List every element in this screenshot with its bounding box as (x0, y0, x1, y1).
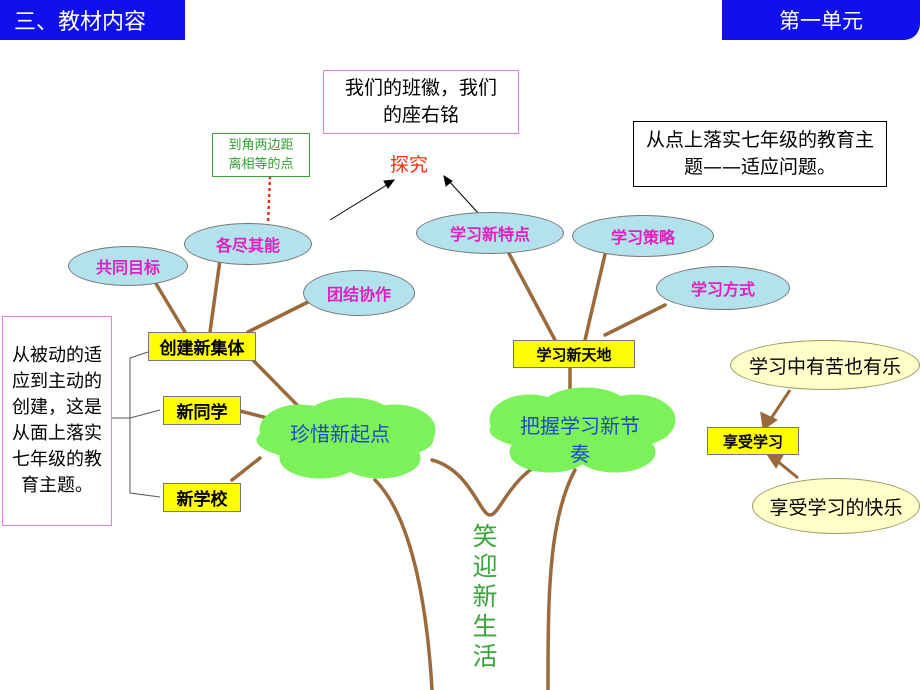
ellipse-learning-method: 学习方式 (656, 266, 790, 310)
explore-label: 探究 (390, 154, 429, 176)
section-title: 三、教材内容 (0, 0, 185, 40)
unit-label: 第一单元 (722, 0, 920, 40)
theme-box: 从点上落实七年级的教育主题——适应问题。 (633, 121, 887, 187)
label-new-classmates: 新同学 (163, 396, 241, 425)
label-new-school: 新学校 (163, 483, 241, 512)
trunk-text: 笑迎新生活 (472, 522, 498, 671)
ellipse-cooperation: 团结协作 (303, 270, 415, 316)
geometry-hint-box: 到角两边距离相等的点 (212, 133, 310, 177)
oval-joy-of-learning: 享受学习的快乐 (752, 478, 920, 534)
ellipse-learning-strategy: 学习策略 (572, 215, 714, 257)
oval-bitter-and-joy: 学习中有苦也有乐 (730, 340, 920, 390)
side-note-box: 从被动的适应到主动的创建，这是从面上落实七年级的教育主题。 (2, 316, 112, 526)
ellipse-learning-features: 学习新特点 (416, 212, 564, 254)
geometry-hint-text: 到角两边距离相等的点 (228, 138, 294, 172)
motto-box: 我们的班徽，我们的座右铭 (323, 70, 519, 134)
side-note-text: 从被动的适应到主动的创建，这是从面上落实七年级的教育主题。 (12, 345, 102, 496)
theme-text: 从点上落实七年级的教育主题——适应问题。 (645, 129, 874, 178)
ellipse-common-goal: 共同目标 (68, 246, 188, 286)
cloud-grasp-learning-rhythm: 把握学习新节奏 (520, 414, 640, 466)
label-new-learning-world: 学习新天地 (513, 340, 635, 368)
label-build-new-collective: 创建新集体 (148, 332, 256, 361)
motto-text: 我们的班徽，我们的座右铭 (344, 77, 497, 126)
label-enjoy-learning: 享受学习 (707, 427, 799, 455)
ellipse-each-does-best: 各尽其能 (184, 223, 312, 265)
cloud-cherish-new-start: 珍惜新起点 (290, 422, 390, 446)
